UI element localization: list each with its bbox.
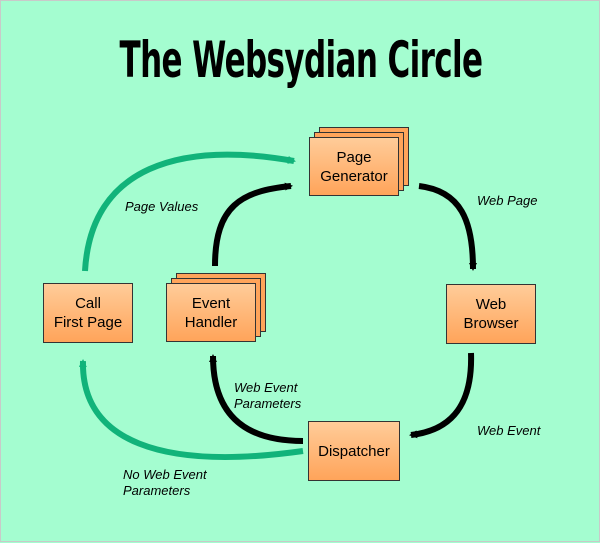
edge-label-web-event-parameters-line2: Parameters xyxy=(234,396,302,411)
call-first-page-box: Call First Page xyxy=(43,283,133,343)
edge-label-page-values: Page Values xyxy=(125,199,199,214)
arrow-call-first-page-to-page-generator xyxy=(82,151,296,272)
diagram-title: The Websydian Circle xyxy=(119,31,484,89)
edge-label-web-event-parameters: Web Event Parameters xyxy=(234,380,301,412)
call-first-page-label-line2: First Page xyxy=(53,314,123,331)
arrow-dispatcher-to-call-first-page xyxy=(78,359,304,460)
page-generator-label-line1: Page xyxy=(336,148,372,166)
edge-label-no-web-event-parameters: No Web Event Parameters xyxy=(123,467,207,499)
arrow-page-generator-to-web-browser xyxy=(418,183,477,271)
edge-label-web-event: Web Event xyxy=(477,423,541,438)
dispatcher-label: Dispatcher xyxy=(318,442,390,460)
web-browser-box: Web Browser xyxy=(446,284,536,344)
arrow-web-browser-to-dispatcher xyxy=(409,352,475,439)
edge-label-web-event-parameters-line1: Web Event xyxy=(234,380,298,395)
web-browser-label-line2: Browser xyxy=(463,315,519,332)
dispatcher-box: Dispatcher xyxy=(308,421,400,481)
edge-label-web-page: Web Page xyxy=(477,193,538,208)
web-browser-label-line1: Web xyxy=(475,296,507,313)
page-generator-box: Page Generator xyxy=(309,137,399,196)
edge-label-no-web-event-parameters-line1: No Web Event xyxy=(123,467,207,482)
page-generator-label-line2: Generator xyxy=(320,167,388,185)
arrow-event-handler-to-page-generator xyxy=(212,182,293,267)
event-handler-box: Event Handler xyxy=(166,283,256,342)
event-handler-label-line1: Event xyxy=(191,294,231,312)
call-first-page-label-line1: Call xyxy=(75,295,101,312)
event-handler-label-line2: Handler xyxy=(184,313,238,331)
edge-label-no-web-event-parameters-line2: Parameters xyxy=(123,483,191,498)
arrow-dispatcher-to-event-handler xyxy=(209,354,304,444)
